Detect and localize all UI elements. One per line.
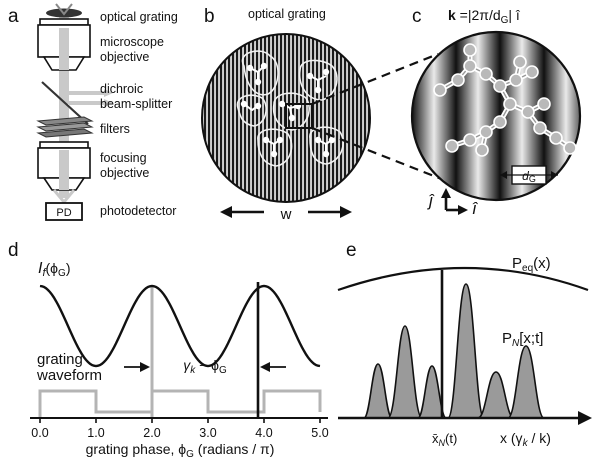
panel-letter-d: d [8, 240, 19, 261]
zoomed-disc-outline [410, 30, 582, 202]
panel-letter-e: e [346, 240, 357, 261]
label-microscope: microscope [100, 35, 164, 49]
phase-offset-arrows [124, 362, 286, 372]
panel-e: e Peq(x) PN[x;t] x̄N(t) x (γk / k) [337, 240, 592, 449]
grating-period-marker [500, 165, 558, 185]
pd-box-label: PD [56, 207, 71, 219]
period-label: dG [522, 169, 536, 184]
equilibrium-label: Peq(x) [512, 255, 551, 274]
panel-letter-c: c [412, 6, 422, 27]
distribution-label: PN[x;t] [502, 330, 543, 349]
label-objective: objective [100, 50, 149, 64]
phase-axis-tick-label: 0.0 [31, 426, 48, 440]
mean-position-label: x̄N(t) [432, 431, 457, 448]
phase-axis-ticks: 0.0 1.0 2.0 3.0 4.0 5.0 [31, 418, 329, 440]
intensity-axis-label: If(ϕG) [38, 260, 70, 279]
zoom-line-bottom [311, 126, 445, 182]
unit-vector-axes [441, 188, 468, 215]
label-focusing-objective: objective [100, 166, 149, 180]
panel-b: b optical grating [201, 6, 371, 223]
molecule-glyphs [240, 62, 336, 158]
panel-letter-a: a [8, 6, 19, 27]
label-filters: filters [100, 122, 130, 136]
phase-offset-label: γk − ϕG [183, 357, 227, 376]
grating-disc-outline [201, 33, 371, 203]
optical-grating-icon [46, 3, 82, 18]
wavevector-label: k =|2π/dG| î [448, 7, 521, 26]
phase-axis-tick-label: 4.0 [255, 426, 272, 440]
position-axis-title: x (γk / k) [500, 430, 551, 449]
molecule-chain [433, 43, 577, 157]
panel-letter-b: b [204, 6, 215, 27]
waveform-label-1: grating [37, 351, 83, 368]
label-focusing: focusing [100, 151, 147, 165]
phase-axis-tick-label: 2.0 [143, 426, 160, 440]
zoom-box [285, 103, 313, 129]
distribution-peaks [363, 283, 545, 419]
zoom-line-top [311, 52, 439, 106]
panel-c: c k =|2π/dG| î [410, 6, 582, 218]
i-unit-label: î [472, 199, 478, 218]
filters-icon [36, 116, 94, 138]
microscope-objective-icon [37, 18, 91, 71]
waveform-label-2: waveform [36, 367, 102, 384]
phase-axis-tick-label: 5.0 [311, 426, 328, 440]
label-beam-splitter: beam-splitter [100, 97, 172, 111]
phase-axis-tick-label: 1.0 [87, 426, 104, 440]
label-optical-grating: optical grating [100, 10, 178, 24]
position-axis-arrow [578, 411, 592, 425]
photodetector-icon: PD [45, 202, 83, 221]
equilibrium-curve [337, 266, 589, 292]
panel-b-title: optical grating [248, 7, 326, 21]
phase-axis-title: grating phase, ϕG (radians / π) [86, 441, 275, 460]
width-arrow [220, 206, 352, 218]
panel-a: a [8, 3, 178, 221]
panel-d: d If(ϕG) γk − ϕG grating waveform 0.0 1.0… [8, 240, 329, 460]
label-photodetector: photodetector [100, 204, 176, 218]
cell-outlines [236, 50, 344, 167]
phase-axis-tick-label: 3.0 [199, 426, 216, 440]
width-label: w [280, 206, 292, 223]
focusing-objective-icon [37, 141, 91, 205]
intensity-curve [39, 284, 321, 368]
zoomed-grating-disc [412, 32, 580, 200]
label-dichroic: dichroic [100, 82, 143, 96]
j-unit-label: ĵ [427, 191, 435, 210]
